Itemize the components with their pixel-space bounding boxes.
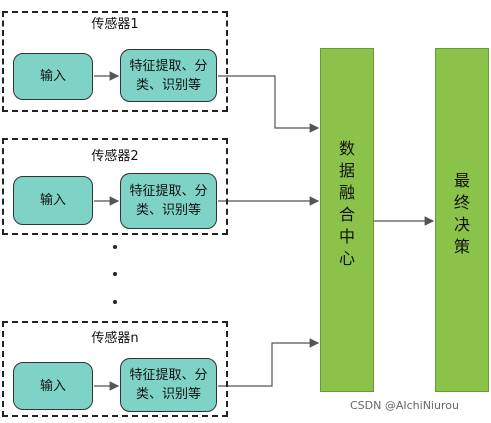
sensor-title-n: 传感器n <box>91 331 139 346</box>
fusion-center-label: 数 据 融 合 中 心 <box>320 138 374 270</box>
process-text-na: 特征提取、分 <box>129 368 208 383</box>
decision-char-2: 终 <box>453 193 470 212</box>
fusion-char-5: 中 <box>338 227 355 246</box>
decision-char-4: 策 <box>453 237 470 256</box>
sensor-group-1 <box>2 11 228 112</box>
arrow-sensor1-to-fusion <box>218 75 320 133</box>
process-node-n: 特征提取、分 类、识别等 <box>120 358 217 412</box>
fusion-center-box <box>320 48 374 392</box>
input-node-n: 输入 <box>13 362 93 410</box>
ellipsis-dot-2 <box>113 272 117 276</box>
fusion-char-6: 心 <box>338 249 355 268</box>
process-text-1a: 特征提取、分 <box>129 58 208 74</box>
decision-char-1: 最 <box>453 171 470 190</box>
final-decision-box <box>435 48 489 392</box>
process-text-1b: 类、识别等 <box>135 77 201 93</box>
sensor-title-1: 传感器1 <box>91 17 139 32</box>
process-text-2a: 特征提取、分 <box>129 184 208 199</box>
ellipsis-dot-1 <box>113 245 117 249</box>
sensor-title-2: 传感器2 <box>91 149 139 164</box>
process-text-nb: 类、识别等 <box>135 387 201 402</box>
decision-char-3: 决 <box>453 215 470 234</box>
watermark-text: CSDN @AIchiNiurou <box>350 399 459 412</box>
fusion-char-2: 据 <box>338 161 355 180</box>
process-node-1: 特征提取、分 类、识别等 <box>120 49 217 102</box>
fusion-char-4: 合 <box>338 205 355 224</box>
input-node-1: 输入 <box>13 53 93 100</box>
arrow-sensorn-to-fusion <box>218 338 320 387</box>
fusion-char-1: 数 <box>338 139 355 158</box>
sensor-group-2 <box>2 138 228 235</box>
sensor-group-n <box>2 321 228 417</box>
final-decision-label: 最 终 决 策 <box>435 170 489 258</box>
input-node-2: 输入 <box>13 176 93 225</box>
process-text-2b: 类、识别等 <box>135 203 201 218</box>
fusion-char-3: 融 <box>338 183 355 202</box>
ellipsis-dot-3 <box>113 300 117 304</box>
process-node-2: 特征提取、分 类、识别等 <box>120 173 217 229</box>
